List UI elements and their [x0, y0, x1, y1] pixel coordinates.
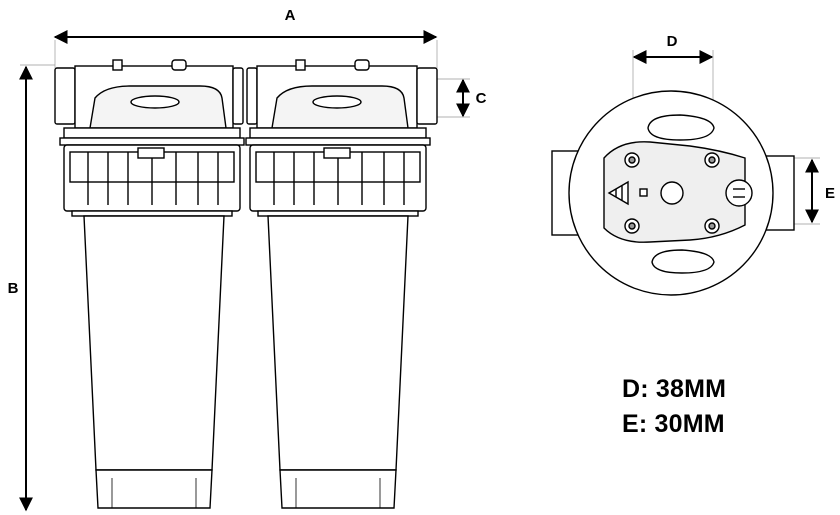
dimension-c-label: C [476, 90, 487, 107]
dimension-d-label: D [667, 33, 678, 50]
dimension-c: C [437, 78, 487, 118]
dimension-a: A [53, 7, 438, 68]
dimension-a-label: A [285, 7, 296, 24]
filter-housing-left [54, 59, 245, 509]
dimension-b: B [8, 64, 55, 512]
dimension-e-label: E [825, 185, 835, 202]
filter-housing-right [245, 59, 438, 509]
spec-d-diameter: D: 38MM [622, 375, 727, 403]
spec-e-diameter: E: 30MM [622, 410, 725, 438]
dimension-b-label: B [8, 280, 19, 297]
filter-head-top-view [551, 90, 795, 296]
